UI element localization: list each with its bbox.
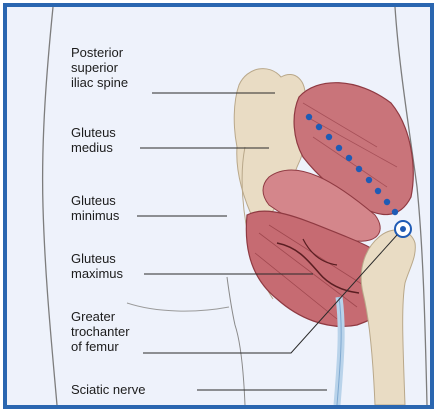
femur (361, 230, 415, 405)
label-gluteus-maximus: Gluteus maximus (71, 251, 123, 281)
label-posterior-superior-iliac-spine: Posterior superior iliac spine (71, 45, 128, 90)
gluteal-fold-left (127, 303, 229, 311)
label-gluteus-minimus: Gluteus minimus (71, 193, 119, 223)
buttock-cleft (227, 277, 245, 405)
label-sciatic-nerve: Sciatic nerve (71, 382, 145, 397)
label-greater-trochanter: Greater trochanter of femur (71, 309, 130, 354)
body-outline (43, 7, 57, 405)
label-gluteus-medius: Gluteus medius (71, 125, 116, 155)
diagram-frame: Posterior superior iliac spine Gluteus m… (3, 3, 434, 409)
